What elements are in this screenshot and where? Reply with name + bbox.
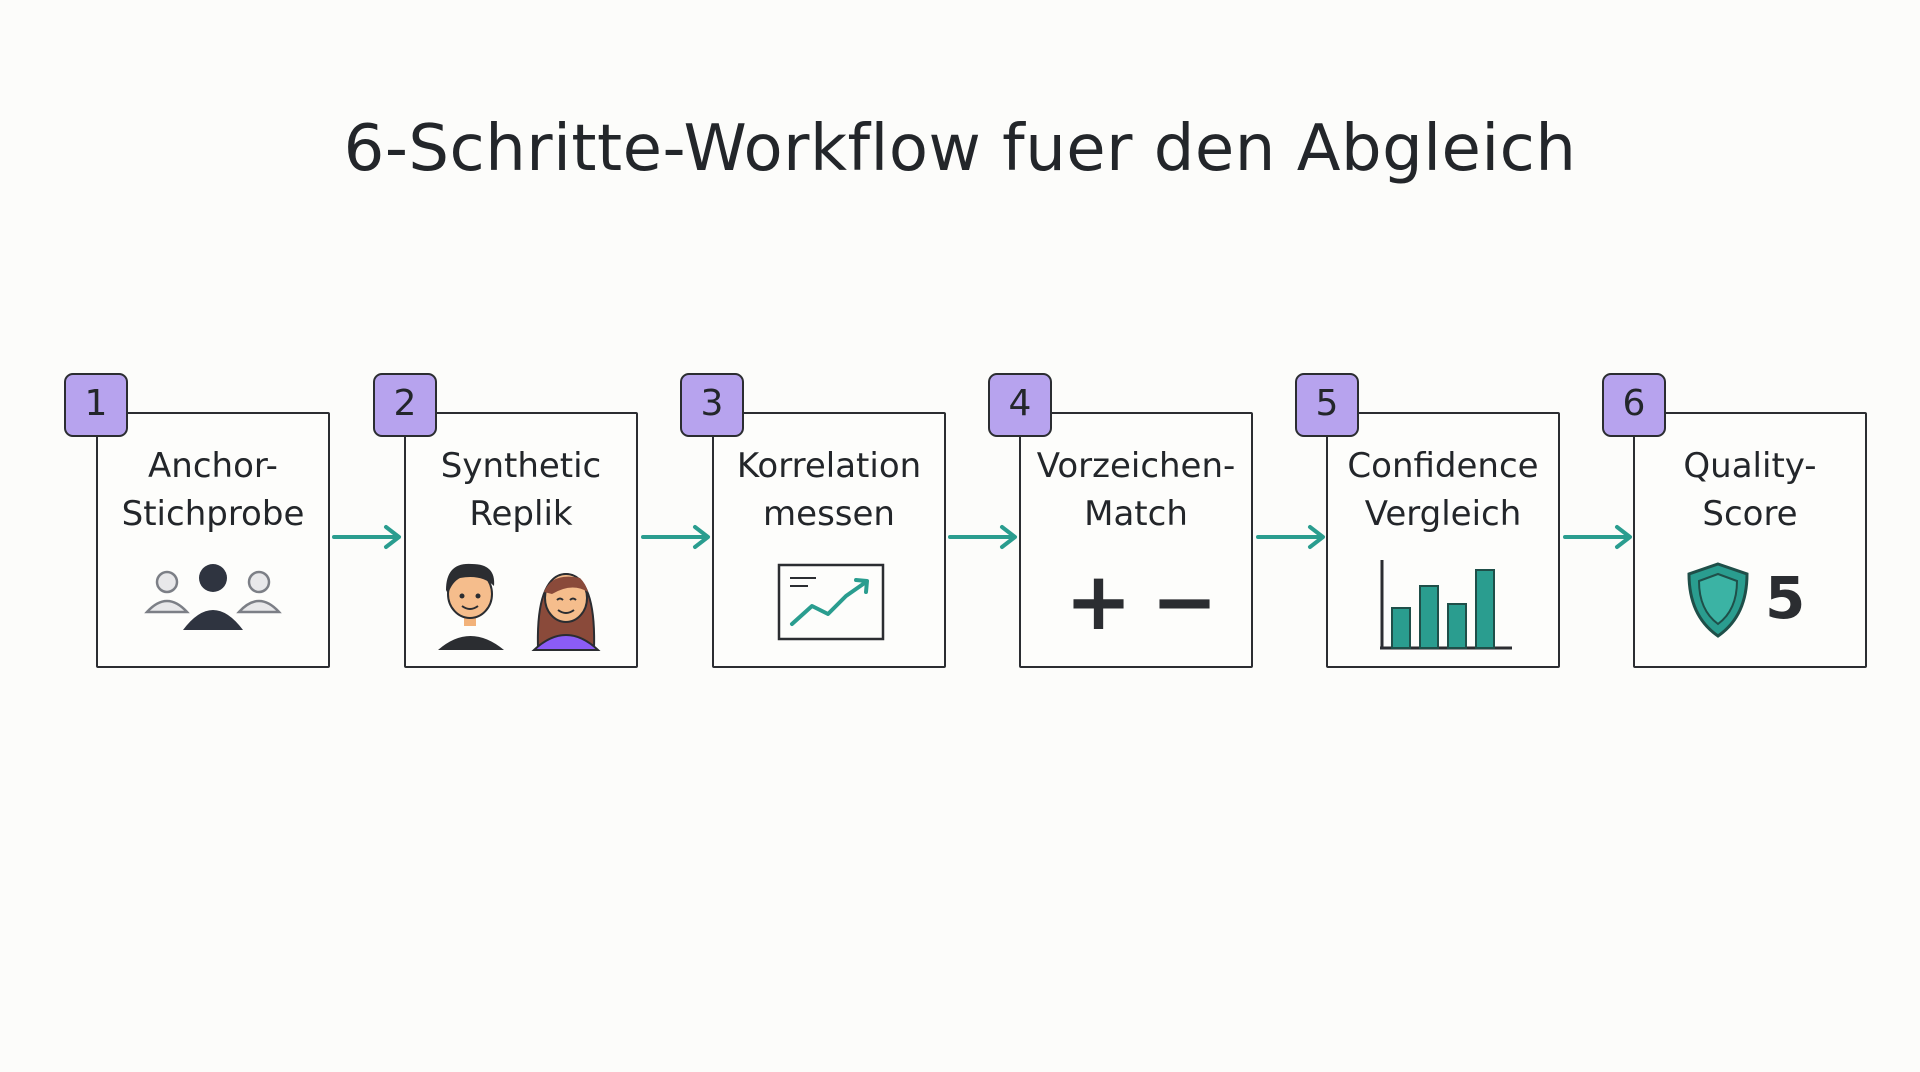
people-icon bbox=[438, 563, 601, 651]
step-6-label-line-1: Quality- bbox=[1683, 446, 1817, 486]
step-6-card: Quality- Score 5 bbox=[1633, 412, 1867, 668]
page-title: 6-Schritte-Workflow fuer den Abgleich bbox=[343, 112, 1577, 186]
arrow-1-icon bbox=[332, 525, 401, 549]
step-5-label-line-1: Confidence bbox=[1347, 446, 1539, 486]
arrow-3-icon bbox=[948, 525, 1017, 549]
arrow-4-icon bbox=[1256, 525, 1325, 549]
step-1-label-line-2: Stichprobe bbox=[121, 494, 305, 534]
step-1-badge: 1 bbox=[64, 373, 128, 437]
arrow-2-icon bbox=[641, 525, 710, 549]
step-4-badge: 4 bbox=[988, 373, 1052, 437]
step-4-label: Vorzeichen- Match bbox=[1021, 442, 1251, 538]
quality-score-value: 5 bbox=[1765, 564, 1806, 632]
minus-icon: − bbox=[1151, 555, 1219, 648]
step-3-label: Korrelation messen bbox=[714, 442, 944, 538]
step-2-label: Synthetic Replik bbox=[406, 442, 636, 538]
step-1-card: Anchor- Stichprobe bbox=[96, 412, 330, 668]
step-5-label: Confidence Vergleich bbox=[1328, 442, 1558, 538]
step-3-badge: 3 bbox=[680, 373, 744, 437]
step-1-label: Anchor- Stichprobe bbox=[98, 442, 328, 538]
step-6-label-line-2: Score bbox=[1702, 494, 1798, 534]
arrow-5-icon bbox=[1563, 525, 1632, 549]
step-3-card: Korrelation messen bbox=[712, 412, 946, 668]
step-5-card: Confidence Vergleich bbox=[1326, 412, 1560, 668]
step-4-label-line-2: Match bbox=[1084, 494, 1188, 534]
step-2-badge: 2 bbox=[373, 373, 437, 437]
trend-chart-icon bbox=[777, 563, 885, 641]
shield-icon bbox=[1687, 562, 1749, 638]
bar-chart-icon bbox=[1380, 560, 1512, 650]
group-icon bbox=[144, 564, 282, 630]
step-6-label: Quality- Score bbox=[1635, 442, 1865, 538]
plus-icon: + bbox=[1065, 555, 1133, 648]
step-3-label-line-1: Korrelation bbox=[736, 446, 922, 486]
step-4-label-line-1: Vorzeichen- bbox=[1036, 446, 1236, 486]
step-5-label-line-2: Vergleich bbox=[1364, 494, 1522, 534]
step-3-label-line-2: messen bbox=[763, 494, 895, 534]
step-5-badge: 5 bbox=[1295, 373, 1359, 437]
step-1-label-line-1: Anchor- bbox=[148, 446, 278, 486]
step-6-badge: 6 bbox=[1602, 373, 1666, 437]
step-2-card: Synthetic Replik bbox=[404, 412, 638, 668]
step-2-label-line-1: Synthetic bbox=[440, 446, 602, 486]
step-4-card: Vorzeichen- Match + − bbox=[1019, 412, 1253, 668]
step-2-label-line-2: Replik bbox=[469, 494, 573, 534]
